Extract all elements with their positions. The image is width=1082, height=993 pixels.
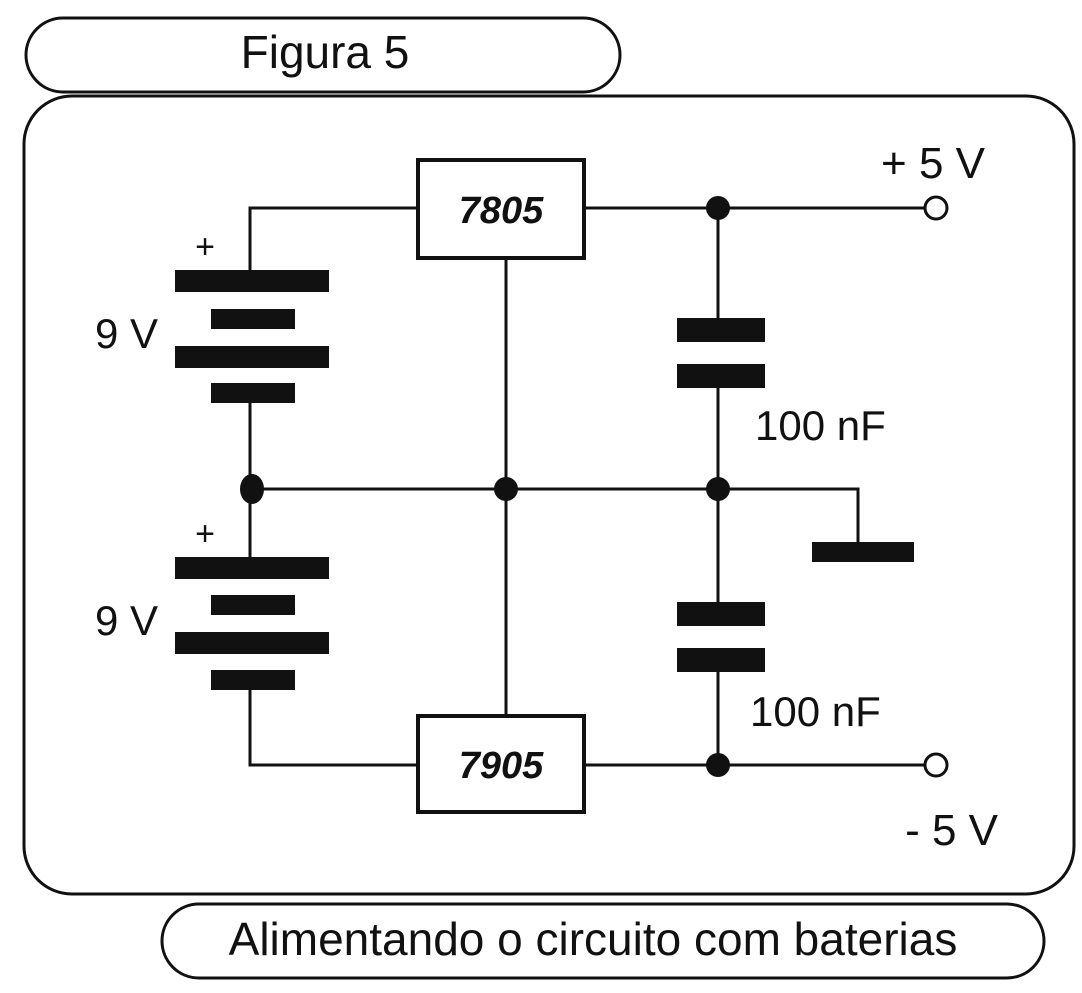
- capacitor-bottom: 100 nF: [677, 602, 881, 735]
- wiring: [248, 206, 924, 767]
- wire-top-left: [248, 206, 418, 280]
- regulator-7905-label: 7905: [459, 745, 544, 787]
- output-negative-label: - 5 V: [905, 806, 999, 855]
- output-negative: - 5 V: [905, 752, 999, 855]
- figure-title-box: Figura 5: [24, 16, 622, 94]
- battery-bottom-label: 9 V: [95, 597, 158, 644]
- junction-dot: [494, 477, 518, 501]
- caption: Alimentando o circuito com baterias: [229, 913, 958, 965]
- battery-bottom-polarity: +: [195, 515, 215, 553]
- figure-title: Figura 5: [241, 26, 410, 78]
- regulator-7805-label: 7805: [459, 190, 544, 232]
- battery-bottom: + 9 V: [95, 515, 329, 690]
- junction-dot: [706, 196, 730, 220]
- ground-symbol: [812, 542, 914, 562]
- capacitor-top-label: 100 nF: [755, 402, 886, 449]
- battery-top-label: 9 V: [95, 310, 158, 357]
- caption-box: Alimentando o circuito com baterias: [160, 902, 1046, 980]
- junction-dot: [706, 753, 730, 777]
- capacitor-bottom-label: 100 nF: [750, 688, 881, 735]
- output-positive-label: + 5 V: [881, 139, 986, 188]
- capacitor-top: 100 nF: [677, 318, 886, 449]
- battery-top-polarity: +: [195, 228, 215, 266]
- wire-bottom-left: [248, 690, 418, 767]
- wire-ground-rail: [250, 487, 860, 548]
- battery-top: + 9 V: [95, 228, 329, 403]
- junction-dot: [706, 477, 730, 501]
- regulator-7805: 7805: [416, 158, 586, 260]
- regulator-7905: 7905: [416, 714, 586, 814]
- terminal-positive: [923, 195, 949, 221]
- junction-dot: [240, 474, 264, 504]
- junctions: [240, 196, 730, 777]
- output-positive: + 5 V: [881, 139, 986, 221]
- terminal-negative: [923, 752, 949, 778]
- diagram-frame: [22, 94, 1076, 896]
